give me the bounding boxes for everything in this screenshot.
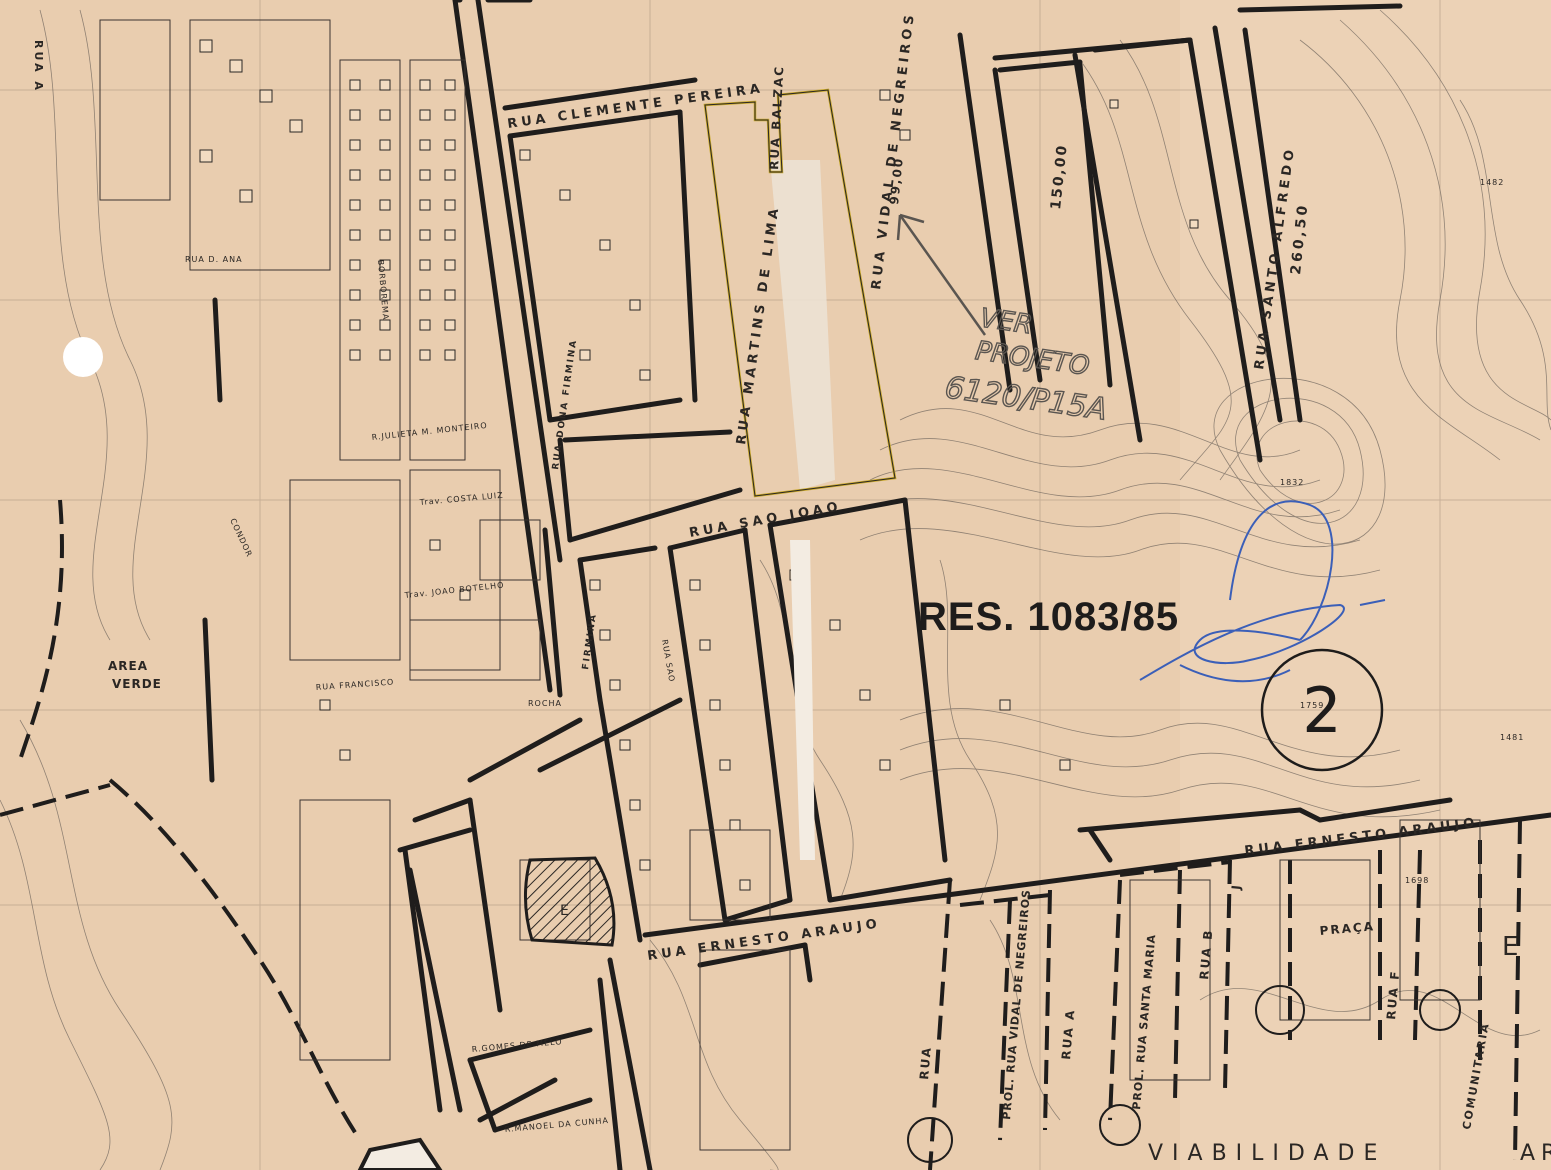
street-label-d-ana: RUA D. ANA: [185, 255, 243, 264]
street-label-rocha: ROCHA: [528, 699, 562, 708]
spot-elevation-1698: 1698: [1405, 876, 1429, 885]
building-footprints: [199, 39, 1199, 891]
hatched-area: [524, 856, 616, 947]
sheet-number-circle: [1260, 648, 1384, 772]
street-label-rua-b: RUA B: [1197, 928, 1215, 980]
lot-grid: [99, 19, 1481, 1151]
spot-elevation-1759: 1759: [1300, 701, 1324, 710]
erased-area: [770, 160, 835, 490]
highlighted-parcel-inner: [704, 89, 896, 497]
block-label-e: E: [560, 903, 569, 919]
sheet-number: 2: [1302, 674, 1341, 747]
street-label-praca: PRAÇA: [1319, 919, 1375, 938]
erased-strip: [790, 540, 815, 860]
street-label-rua-e: E: [1502, 932, 1518, 962]
area-verde-line2: VERDE: [112, 677, 162, 691]
street-label-balzac: RUA BALZAC: [767, 65, 786, 171]
spot-elevation-1482: 1482: [1480, 178, 1504, 187]
pencil-arrow: [896, 213, 987, 336]
dimension-260: 260,50: [1288, 202, 1311, 275]
resolution-stamp: RES. 1083/85: [918, 595, 1179, 639]
bottom-title: VIABILIDADE: [1148, 1141, 1386, 1166]
dimension-99: 99,00: [887, 156, 906, 205]
bottom-title-cut: AR: [1520, 1141, 1551, 1166]
bottom-structure: [357, 1137, 443, 1170]
street-label-rua-a-lower: RUA A: [1059, 1008, 1077, 1060]
spot-elevation-1481: 1481: [1500, 733, 1524, 742]
street-label-rua-a-top: RUA A: [32, 40, 45, 93]
street-label-rua-left: RUA: [917, 1045, 934, 1080]
street-label-rua-f: RUA F: [1384, 969, 1402, 1020]
street-label-rua-j: J: [1229, 881, 1244, 892]
cul-de-sac-circles: [907, 985, 1461, 1163]
punch-hole: [63, 337, 103, 377]
area-verde-line1: AREA: [108, 659, 148, 673]
spot-elevation-1832: 1832: [1280, 478, 1304, 487]
street-outlines: [202, 0, 1551, 1170]
dimension-150: 150,00: [1048, 143, 1071, 210]
signature: [1139, 500, 1386, 683]
